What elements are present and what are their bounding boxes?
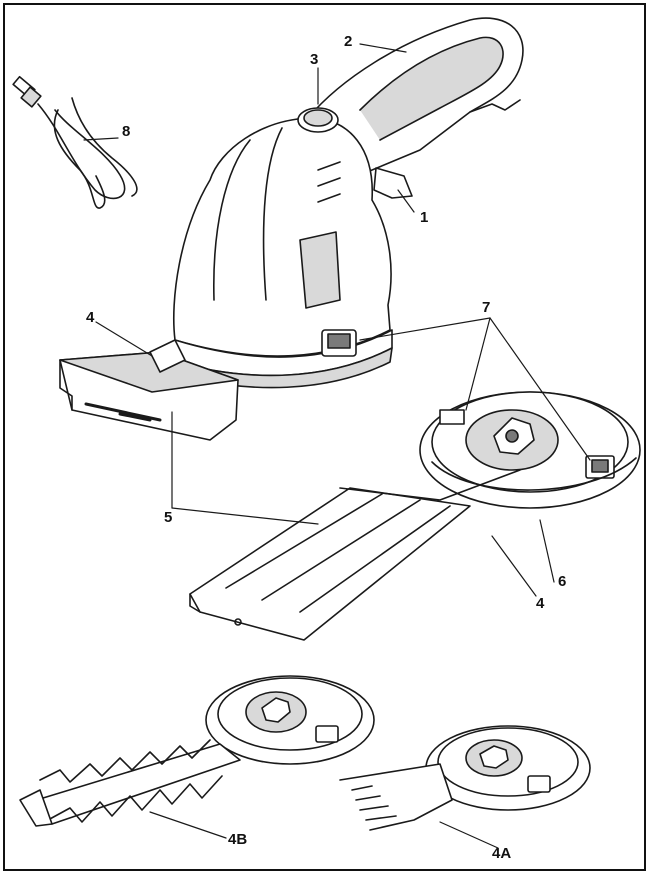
callout-4A: 4A: [492, 845, 512, 862]
callout-4-bottom: 4: [536, 595, 545, 612]
shear-blade-assembly: [189, 391, 641, 641]
callout-3: 3: [310, 51, 319, 68]
callout-4B: 4B: [228, 831, 248, 848]
trimmer-body: [165, 17, 524, 389]
hedge-blade-4b: [19, 675, 375, 827]
callout-1: 1: [420, 209, 429, 226]
usb-cable: [12, 75, 138, 209]
callout-5: 5: [164, 509, 173, 526]
attached-blade: [59, 339, 239, 441]
callout-2: 2: [344, 33, 353, 50]
leader-lines: [83, 43, 591, 849]
callout-8: 8: [122, 123, 131, 140]
callout-4-top: 4: [86, 309, 95, 326]
callout-6: 6: [558, 573, 567, 590]
callout-7: 7: [482, 299, 491, 316]
grass-blade-4a: [339, 725, 591, 831]
